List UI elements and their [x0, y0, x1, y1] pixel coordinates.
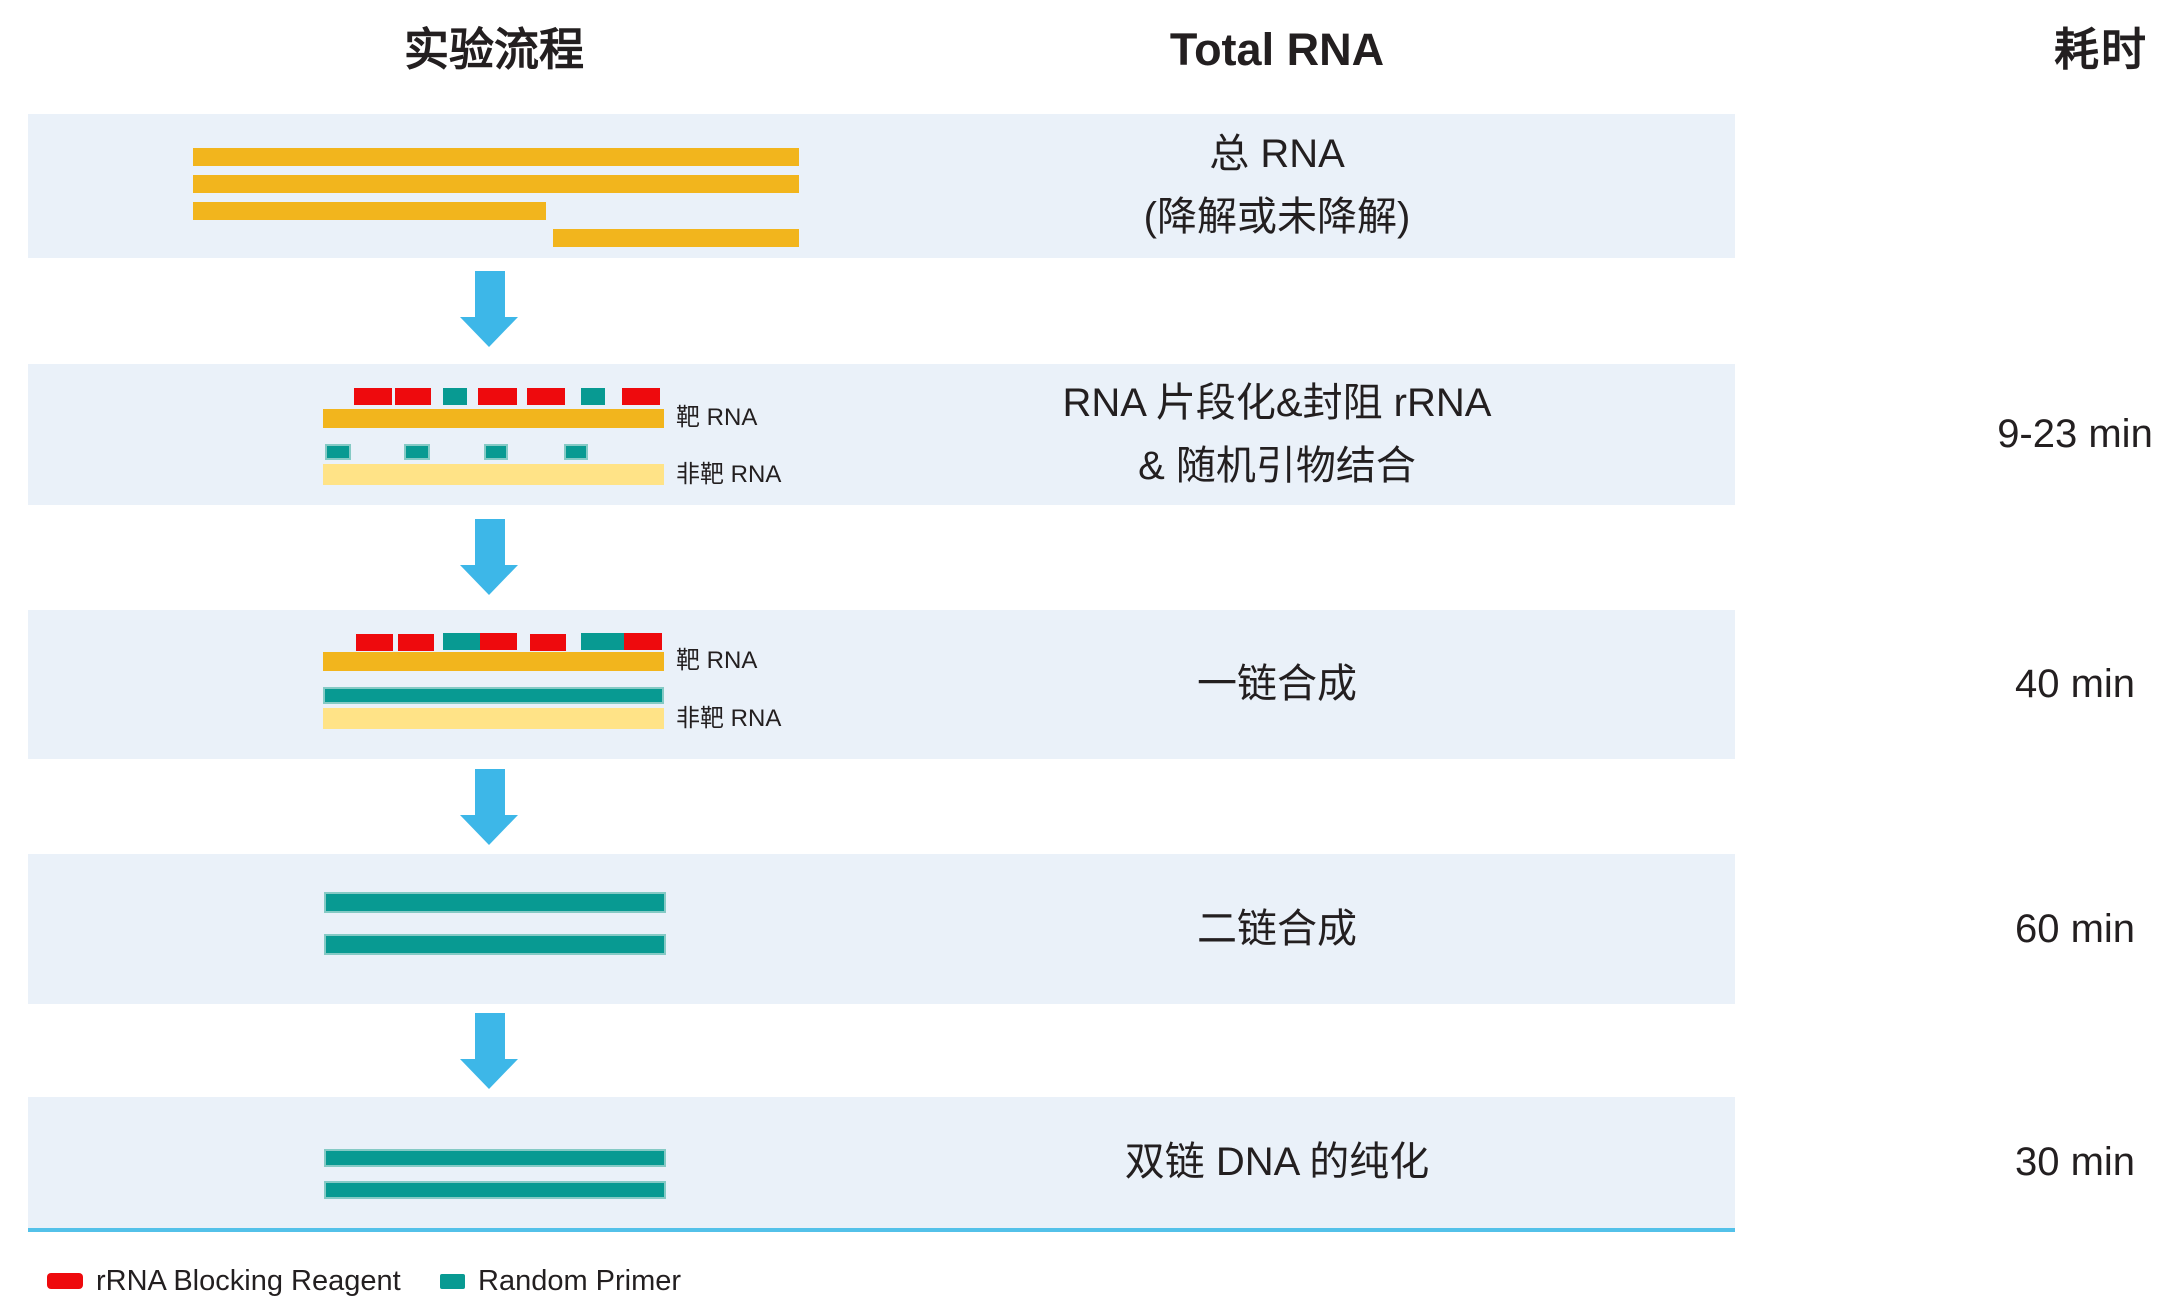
target-rna-label: 靶 RNA: [676, 647, 758, 674]
arrow-stem: [474, 519, 505, 565]
arrow-head: [460, 317, 518, 347]
bottom-divider-line: [28, 1228, 1735, 1232]
double-strand-dna-bar: [324, 1181, 666, 1199]
rrna-blocking-segment: [354, 388, 392, 405]
step-description-line: 双链 DNA 的纯化: [1124, 1140, 1430, 1184]
header-workflow: 实验流程: [403, 24, 584, 75]
random-primer-swatch-icon: [440, 1273, 465, 1289]
arrow-head: [460, 1059, 518, 1089]
random-primer-segment: [443, 388, 467, 405]
rrna-blocking-segment: [530, 634, 566, 651]
step-description: 总 RNA (降解或未降解): [1017, 114, 1537, 258]
random-primer-segment: [484, 444, 508, 460]
rrna-blocking-swatch-icon: [47, 1273, 83, 1289]
rrna-blocking-segment: [624, 633, 662, 650]
rna-strand-bar: [553, 229, 799, 247]
header-time: 耗时: [2053, 24, 2148, 75]
down-arrow-icon: [460, 271, 519, 347]
random-primer-segment: [404, 444, 430, 460]
rrna-blocking-segment: [527, 388, 565, 405]
down-arrow-icon: [460, 519, 519, 595]
step-dna-purification: 双链 DNA 的纯化: [28, 1097, 1735, 1228]
arrow-stem: [474, 769, 505, 815]
nontarget-rna-bar: [323, 708, 664, 729]
nontarget-rna-label: 非靶 RNA: [676, 705, 782, 732]
step-fragmentation-blocking: 靶 RNA 非靶 RNA RNA 片段化&封阻 rRNA & 随机引物结合: [28, 364, 1735, 505]
target-rna-bar: [323, 409, 664, 428]
first-strand-cdna-bar: [323, 687, 664, 704]
step-time: 40 min: [2014, 662, 2136, 706]
random-primer-segment: [325, 444, 351, 460]
rna-strand-bar: [193, 202, 546, 220]
nontarget-rna-bar: [323, 464, 664, 485]
random-primer-segment: [564, 444, 588, 460]
step-second-strand-synthesis: 二链合成: [28, 854, 1735, 1004]
random-primer-segment: [443, 633, 480, 650]
double-strand-dna-bar: [324, 1149, 666, 1167]
target-rna-bar: [323, 652, 664, 671]
rrna-blocking-segment: [478, 388, 517, 405]
down-arrow-icon: [460, 1013, 519, 1089]
step-description: 一链合成: [1017, 610, 1537, 759]
primer-extension-segment: [581, 633, 662, 650]
step-description-line: (降解或未降解): [1143, 195, 1411, 239]
target-rna-label: 靶 RNA: [676, 404, 758, 431]
step-description-line: 总 RNA: [1209, 132, 1345, 176]
rrna-blocking-segment: [398, 634, 434, 651]
rrna-blocking-segment: [356, 634, 393, 651]
nontarget-rna-label: 非靶 RNA: [676, 461, 782, 488]
step-description-line: 二链合成: [1197, 906, 1357, 951]
random-primer-segment: [581, 633, 624, 650]
arrow-stem: [474, 1013, 505, 1059]
step-time: 9-23 min: [1997, 412, 2153, 456]
arrow-head: [460, 565, 518, 595]
double-strand-dna-bar: [324, 934, 666, 955]
step-total-rna: 总 RNA (降解或未降解): [28, 114, 1735, 258]
down-arrow-icon: [460, 769, 519, 845]
rrna-blocking-segment: [622, 388, 660, 405]
step-description: 双链 DNA 的纯化: [1017, 1097, 1537, 1228]
rna-strand-bar: [193, 148, 799, 166]
header-total-rna: Total RNA: [1169, 24, 1385, 75]
legend-label: rRNA Blocking Reagent: [96, 1264, 401, 1297]
random-primer-segment: [581, 388, 605, 405]
step-description: RNA 片段化&封阻 rRNA & 随机引物结合: [1017, 364, 1537, 505]
step-time: 30 min: [2014, 1140, 2136, 1184]
step-time: 60 min: [2014, 906, 2136, 951]
legend-item-rrna-blocking: rRNA Blocking Reagent: [47, 1260, 401, 1302]
step-description-line: & 随机引物结合: [1138, 443, 1416, 488]
arrow-head: [460, 815, 518, 845]
rna-strand-bar: [193, 175, 799, 193]
rrna-blocking-segment: [395, 388, 431, 405]
step-first-strand-synthesis: 靶 RNA 非靶 RNA 一链合成: [28, 610, 1735, 759]
legend-item-random-primer: Random Primer: [440, 1260, 681, 1302]
arrow-stem: [474, 271, 505, 317]
double-strand-dna-bar: [324, 892, 666, 913]
step-description: 二链合成: [1017, 854, 1537, 1004]
step-description-line: 一链合成: [1197, 662, 1357, 706]
primer-extension-segment: [443, 633, 517, 650]
rrna-blocking-segment: [480, 633, 517, 650]
step-description-line: RNA 片段化&封阻 rRNA: [1062, 380, 1492, 425]
legend-label: Random Primer: [478, 1264, 682, 1297]
